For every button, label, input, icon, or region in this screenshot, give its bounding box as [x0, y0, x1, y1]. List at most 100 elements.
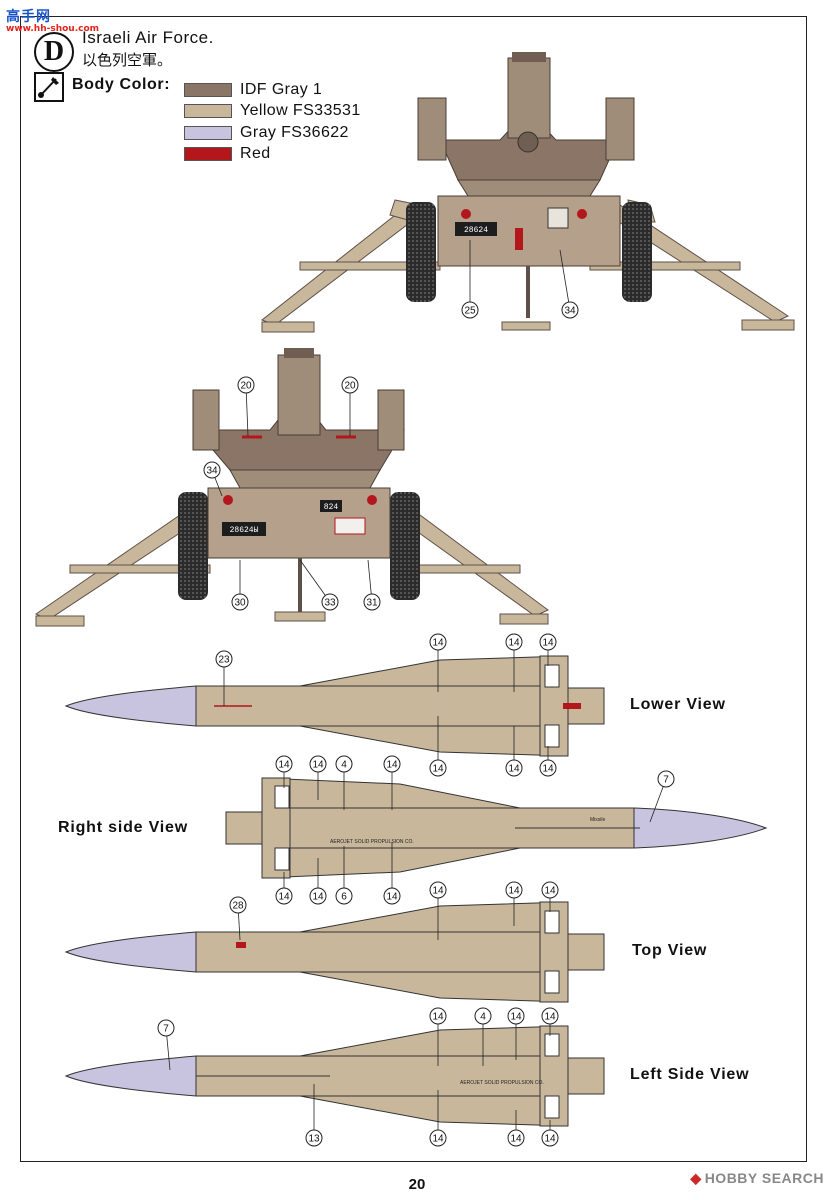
- top-view-label: Top View: [632, 942, 708, 959]
- callout-circle: [429, 881, 447, 899]
- callout-left-view: 14: [541, 1120, 559, 1147]
- callout-circle: [505, 881, 523, 899]
- callout-number: 14: [544, 1012, 556, 1023]
- callout-launcher-front: 20: [341, 376, 359, 436]
- callout-circle: [507, 1007, 525, 1025]
- callout-right-view: 14: [275, 755, 293, 788]
- front-serial: 28624Ы: [230, 526, 259, 535]
- scheme-title: Israeli Air Force.: [82, 28, 214, 47]
- callout-lower-view: 14: [505, 633, 523, 692]
- legend-item: Gray FS36622: [184, 122, 361, 144]
- front-plate: 824: [324, 503, 339, 512]
- callout-number: 14: [544, 886, 556, 897]
- callout-number: 14: [386, 760, 398, 771]
- callout-number: 13: [308, 1134, 320, 1145]
- callout-right-view: 14: [275, 872, 293, 905]
- missile-lower-view: [64, 655, 605, 757]
- callout-number: 7: [663, 775, 669, 786]
- callout-number: 14: [312, 760, 324, 771]
- callout-number: 14: [278, 892, 290, 903]
- callout-number: 14: [432, 1012, 444, 1023]
- callout-circle: [341, 376, 359, 394]
- callout-lower-view: 14: [429, 633, 447, 692]
- left-view-label: Left Side View: [630, 1066, 750, 1083]
- watermark-logo: 高手网 www.hh-shou.com: [6, 9, 100, 34]
- callout-circle: [461, 301, 479, 319]
- scheme-badge: D: [34, 32, 74, 72]
- callout-number: 14: [432, 638, 444, 649]
- callout-circle: [505, 759, 523, 777]
- legend-item: IDF Gray 1: [184, 79, 361, 101]
- callout-circle: [541, 1129, 559, 1147]
- callout-left-view: 14: [429, 1007, 447, 1066]
- leader-line: [559, 249, 571, 311]
- callout-launcher-front: 20: [237, 376, 255, 437]
- callout-circle: [541, 881, 559, 899]
- legend-label: Gray FS36622: [240, 123, 349, 141]
- callout-circle: [237, 376, 255, 394]
- callout-left-view: 14: [507, 1110, 525, 1147]
- body-color-label: Body Color:: [72, 76, 171, 93]
- callout-top-view: 14: [541, 881, 559, 912]
- callout-circle: [383, 755, 401, 773]
- callout-left-view: 14: [507, 1007, 525, 1060]
- callout-number: 34: [564, 306, 576, 317]
- callout-circle: [157, 1019, 175, 1037]
- legend-label: IDF Gray 1: [240, 80, 323, 98]
- callout-circle: [309, 755, 327, 773]
- callout-number: 14: [508, 886, 520, 897]
- callout-circle: [229, 896, 247, 914]
- leader-line: [245, 384, 249, 437]
- callout-number: 34: [206, 466, 218, 477]
- hobby-search-logo: ◆HOBBY SEARCH: [690, 1170, 824, 1186]
- callout-number: 14: [432, 1134, 444, 1145]
- legend-item: Red: [184, 144, 361, 166]
- callout-left-view: 4: [474, 1007, 492, 1066]
- legend-item: Yellow FS33531: [184, 101, 361, 123]
- callout-lower-view: 14: [429, 716, 447, 777]
- callout-number: 14: [544, 1134, 556, 1145]
- callout-circle: [429, 1129, 447, 1147]
- callout-number: 30: [234, 598, 246, 609]
- stencil-left: AEROJET SOLID PROPULSION CO.: [460, 1080, 544, 1086]
- callout-number: 31: [366, 598, 378, 609]
- callout-number: 14: [542, 638, 554, 649]
- callout-circle: [231, 593, 249, 611]
- callout-right-view: 6: [335, 846, 353, 905]
- callout-launcher-front: 31: [363, 559, 381, 611]
- callout-number: 14: [432, 886, 444, 897]
- callout-number: 33: [324, 598, 336, 609]
- callout-number: 14: [542, 764, 554, 775]
- callout-lower-view: 14: [539, 746, 557, 777]
- callout-right-view: 4: [335, 755, 353, 810]
- callout-circle: [429, 633, 447, 651]
- legend-label: Yellow FS33531: [240, 102, 361, 120]
- callout-number: 14: [508, 638, 520, 649]
- callout-number: 14: [510, 1012, 522, 1023]
- callout-number: 14: [278, 760, 290, 771]
- callout-circle: [203, 461, 221, 479]
- callout-circle: [335, 887, 353, 905]
- callout-launcher-rear: 34: [559, 249, 579, 319]
- legend-swatch: [184, 147, 232, 162]
- callout-circle: [321, 593, 339, 611]
- serial-plate: [455, 222, 497, 236]
- callout-number: 14: [508, 764, 520, 775]
- launcher-rear-view: 28624: [261, 52, 795, 333]
- legend-swatch: [184, 82, 232, 97]
- callout-left-view: 7: [157, 1019, 175, 1071]
- legend-swatch: [184, 125, 232, 140]
- callout-right-view: 7: [649, 770, 675, 823]
- callout-number: 25: [464, 306, 476, 317]
- scheme-subtitle: 以色列空軍。: [82, 51, 173, 69]
- missile-top-view: [64, 901, 605, 1003]
- callout-circle: [429, 1007, 447, 1025]
- launcher-front-view: 28624Ы 824: [35, 348, 549, 627]
- callout-lower-view: 14: [539, 633, 557, 666]
- callout-circle: [429, 759, 447, 777]
- legend-swatch: [184, 104, 232, 119]
- callout-left-view: 14: [429, 1090, 447, 1147]
- callout-launcher-front: 30: [231, 560, 249, 611]
- callout-top-view: 14: [505, 881, 523, 926]
